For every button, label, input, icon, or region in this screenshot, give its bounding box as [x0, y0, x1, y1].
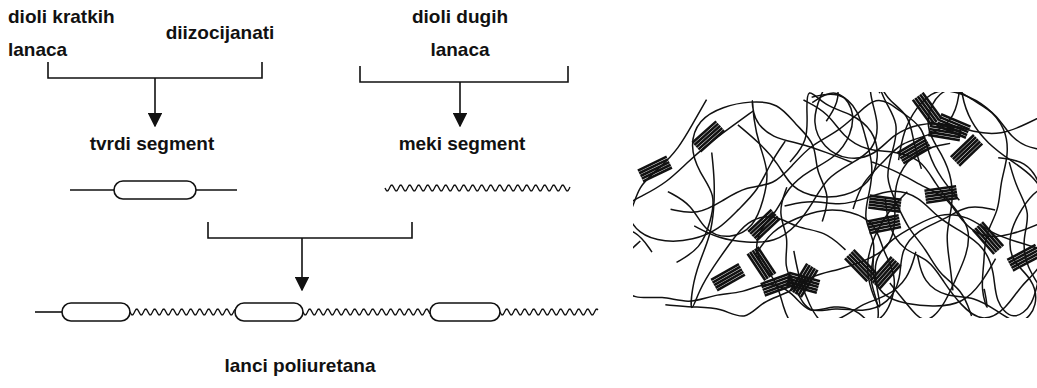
hard-domain: [765, 285, 795, 296]
hard-domain: [877, 263, 898, 287]
label: diizocijanati: [166, 16, 275, 49]
hard-domain: [879, 265, 900, 289]
polymer-chain: [633, 100, 707, 318]
hard-domain: [870, 227, 901, 233]
hard-domain: [959, 144, 982, 166]
hard-segment: [235, 303, 303, 321]
hard-domain: [716, 272, 744, 288]
hard-domain: [902, 145, 930, 161]
hard-domain: [973, 230, 994, 254]
hard-domain: [1013, 255, 1037, 270]
polymer-chain: [633, 254, 878, 318]
polymer-chain: [918, 185, 1037, 318]
label: lanci poliuretana: [225, 349, 376, 382]
polymer-chain: [633, 228, 652, 318]
polymer-chain: [757, 93, 853, 318]
soft-segment: [385, 185, 570, 191]
hard-domain: [754, 216, 777, 238]
arrow: [154, 78, 156, 126]
bracket: [360, 66, 568, 82]
bracket: [48, 62, 262, 78]
hard-domain: [928, 135, 960, 140]
soft-segment: [500, 309, 598, 315]
chain-line: [35, 311, 62, 313]
polymer-chain: [677, 102, 828, 263]
label: dioli kratkih lanaca: [8, 0, 158, 66]
polymer-chain: [868, 192, 1037, 307]
hard-segment: [62, 303, 130, 321]
polymer-chain: [781, 187, 995, 310]
label: dioli dugih lanaca: [380, 0, 540, 66]
soft-segment: [303, 309, 430, 315]
hard-domain: [926, 198, 958, 203]
hard-segment: [430, 303, 500, 321]
hard-domain: [913, 100, 932, 126]
hard-domain: [757, 219, 780, 241]
hard-domain: [642, 165, 671, 179]
polymer-chain: [1009, 162, 1037, 311]
hard-domain: [868, 208, 900, 212]
hard-domain: [750, 252, 768, 279]
hard-domain: [643, 167, 672, 181]
hard-domain: [640, 162, 669, 176]
label: meki segment: [399, 127, 526, 160]
label: tvrdi segment: [90, 127, 215, 160]
polymer-chain: [803, 100, 968, 318]
hard-domain: [957, 141, 980, 163]
arrow: [459, 82, 461, 126]
polymer-chain: [785, 191, 1037, 316]
bracket: [208, 222, 412, 238]
hard-domain: [717, 275, 745, 291]
chain-line: [70, 189, 114, 191]
hard-domain: [748, 254, 766, 281]
hard-domain: [915, 98, 934, 124]
hard-domain: [975, 228, 996, 252]
soft-segment: [130, 309, 235, 315]
hard-domain: [847, 256, 869, 279]
hard-domain: [698, 128, 722, 149]
polymer-chain: [899, 92, 1008, 307]
polymer-chain: [812, 94, 996, 306]
hard-domain: [903, 147, 931, 163]
hard-domain: [845, 258, 867, 281]
polymer-chain: [738, 93, 877, 197]
chain-line: [196, 189, 237, 191]
hard-segment: [114, 181, 196, 199]
hard-domain: [700, 130, 724, 151]
arrow: [301, 238, 303, 290]
polymer-chain: [668, 101, 853, 237]
